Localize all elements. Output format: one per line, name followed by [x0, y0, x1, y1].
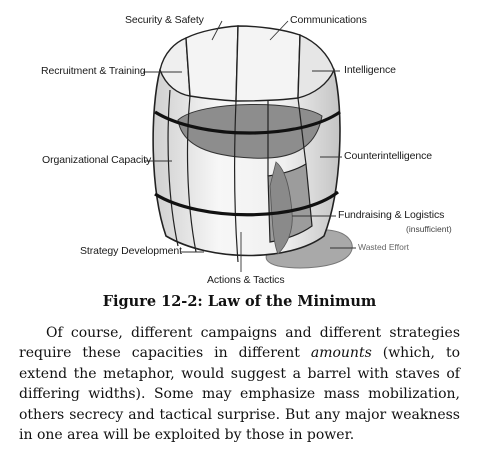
stave-lines [167, 89, 307, 263]
figure-caption: Figure 12-2: Law of the Minimum [102, 293, 377, 310]
stave-communications [235, 25, 301, 102]
body-text-part-2: (which, to extend the metaphor, would su… [19, 345, 461, 444]
body-text-part-1: Of course, different campaigns and diffe… [19, 325, 460, 362]
leader-lines [143, 20, 356, 272]
label-counterintelligence: Counterintelligence [344, 150, 432, 162]
label-actions-tactics: Actions & Tactics [207, 274, 285, 286]
body-paragraph: Of course, different campaigns and diffe… [19, 323, 460, 445]
label-intelligence: Intelligence [344, 64, 396, 76]
label-fundraising-logistics: Fundraising & Logistics [338, 209, 445, 221]
label-security-safety: Security & Safety [125, 14, 204, 26]
label-wasted-effort: Wasted Effort [358, 242, 410, 252]
label-organizational-capacity: Organizational Capacity [42, 154, 152, 166]
barrel-figure: Security & Safety Communications Recruit… [41, 14, 452, 286]
label-communications: Communications [290, 14, 367, 26]
label-strategy-development: Strategy Development [80, 245, 182, 257]
label-insufficient: (insufficient) [406, 224, 452, 234]
body-text-emphasis: amounts [310, 345, 372, 362]
label-recruitment-training: Recruitment & Training [41, 65, 146, 77]
liquid-surface [177, 103, 323, 159]
barrel-illustration [143, 20, 356, 272]
stave-security [185, 25, 239, 102]
barrel-hoops [154, 110, 341, 217]
stave-right-tall [297, 33, 335, 99]
